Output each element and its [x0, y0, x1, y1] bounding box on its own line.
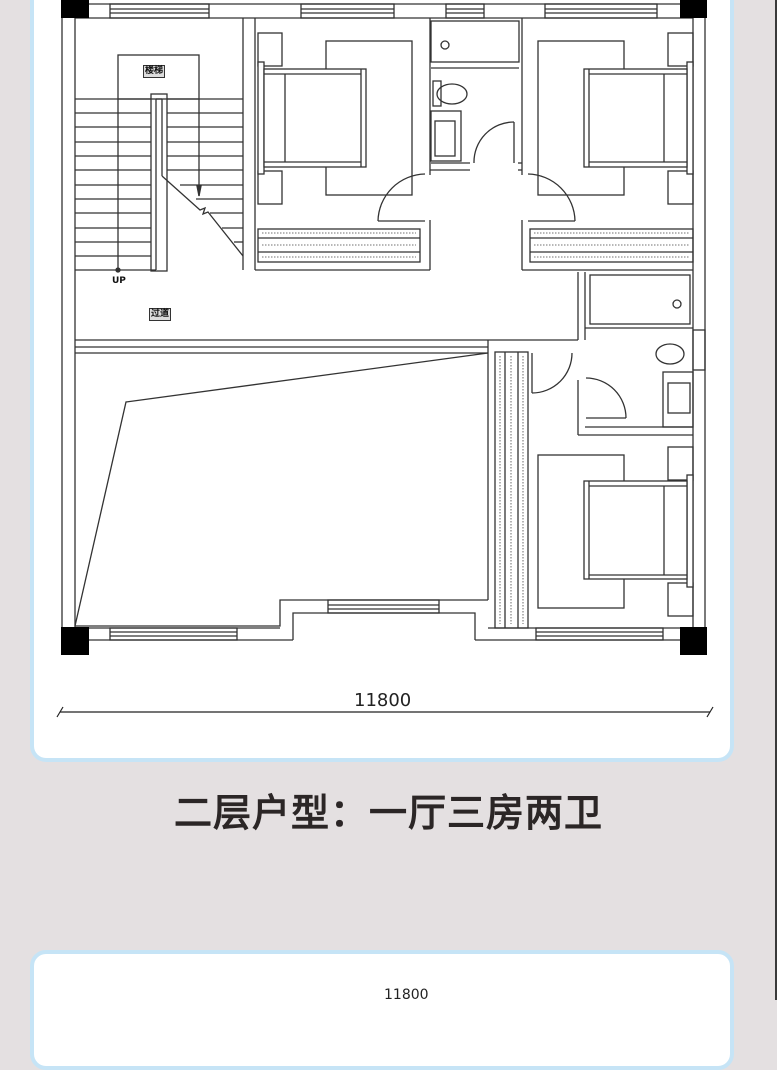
window-top-1	[109, 3, 210, 19]
column-bottom-left	[61, 627, 89, 655]
corridor-label: 过道	[149, 308, 172, 321]
width-dimension: 11800	[352, 690, 414, 711]
wardrobe-hatch-2	[534, 232, 690, 258]
window-top-3	[445, 3, 485, 19]
next-width-dimension: 11800	[384, 987, 429, 1003]
bedroom-2	[522, 32, 694, 271]
window-bottom-2	[535, 627, 664, 641]
bathroom-1	[430, 18, 523, 270]
second-floor-plan	[56, 0, 714, 718]
page-edge	[775, 0, 777, 1000]
column-bottom-right	[680, 627, 707, 655]
corridor-door	[488, 339, 578, 394]
column-top-left	[61, 0, 89, 18]
open-void	[74, 339, 489, 640]
window-top-4	[544, 3, 658, 19]
wardrobe-hatch-3	[499, 356, 524, 624]
wardrobe-hatch-1	[262, 232, 416, 258]
next-floor-plan-card	[30, 950, 734, 1070]
stair-label: 楼梯	[143, 65, 166, 78]
window-bottom-1	[109, 627, 238, 641]
staircase	[75, 18, 256, 273]
bathroom-2	[577, 272, 706, 436]
bedroom-1	[255, 18, 431, 271]
window-top-2	[300, 3, 395, 19]
floor-plan-title: 二层户型：一厅三房两卫	[173, 791, 603, 835]
bedroom-3	[494, 351, 694, 629]
column-top-right	[680, 0, 707, 18]
up-label: UP	[112, 276, 126, 286]
dimension-line	[56, 706, 714, 718]
